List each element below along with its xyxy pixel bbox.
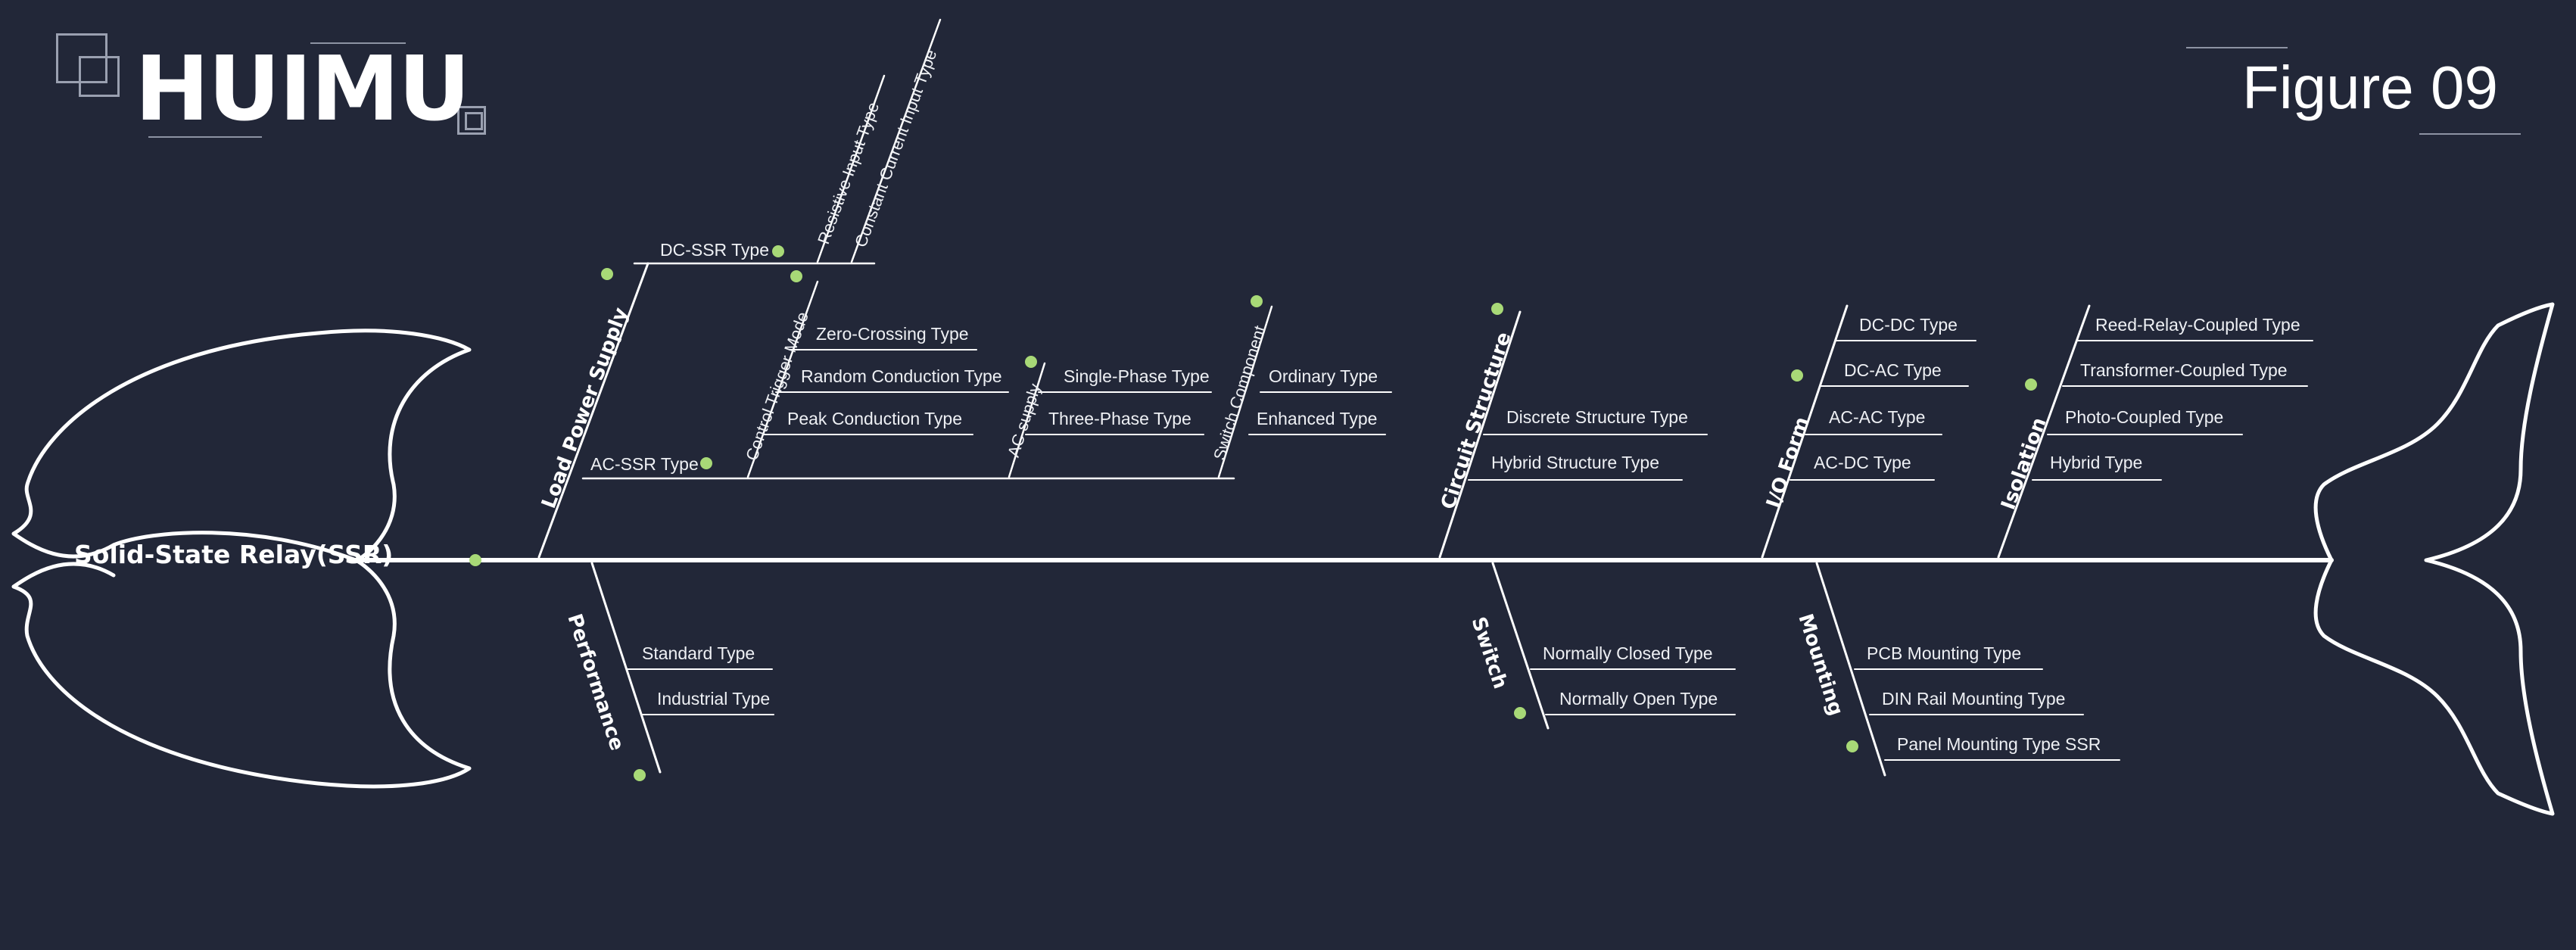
leaf-single-phase-type: Single-Phase Type <box>1064 366 1210 386</box>
leaf-pcb-mounting-type: PCB Mounting Type <box>1867 643 2022 663</box>
fish-tail-outline <box>2313 302 2555 816</box>
leaf-discrete-structure-type: Discrete Structure Type <box>1506 407 1688 427</box>
marker-dot <box>601 268 613 280</box>
sub-line-constant-current <box>850 18 942 263</box>
marker-dot <box>1025 356 1037 368</box>
leaf-three-phase-type: Three-Phase Type <box>1048 409 1191 428</box>
marker-dot <box>772 245 784 257</box>
leaf-ac-ac-type: AC-AC Type <box>1829 407 1926 427</box>
deco-square <box>465 112 483 130</box>
leaf-dc-ac-type: DC-AC Type <box>1844 360 1942 380</box>
marker-dot <box>1791 369 1803 382</box>
brand-logo: HUIMU <box>135 36 471 141</box>
head-label: Solid-State Relay(SSR) <box>74 540 394 569</box>
leaf-hybrid-type: Hybrid Type <box>2050 453 2143 472</box>
leaf-normally-closed-type: Normally Closed Type <box>1543 643 1713 663</box>
deco-rule <box>2186 47 2288 48</box>
leaf-reed-relay-coupled-type: Reed-Relay-Coupled Type <box>2095 315 2300 335</box>
marker-dot <box>1846 740 1858 752</box>
branch-line-load-power-supply <box>537 262 649 559</box>
branch-line-isolation <box>1997 304 2091 559</box>
deco-square <box>79 56 120 97</box>
branch-line-io-form <box>1761 304 1849 559</box>
leaf-dc-ssr-type: DC-SSR Type <box>660 240 770 260</box>
leaf-peak-conduction-type: Peak Conduction Type <box>787 409 963 428</box>
leaf-transformer-coupled-type: Transformer-Coupled Type <box>2080 360 2288 380</box>
leaf-normally-open-type: Normally Open Type <box>1559 689 1718 709</box>
sub-line-control-trigger <box>746 280 819 478</box>
leaf-standard-type: Standard Type <box>642 643 755 663</box>
leaf-ac-ssr-type: AC-SSR Type <box>590 454 699 474</box>
branch-line-performance <box>590 562 662 774</box>
leaf-hybrid-structure-type: Hybrid Structure Type <box>1491 453 1660 472</box>
leaf-dc-dc-type: DC-DC Type <box>1859 315 1958 335</box>
deco-rule <box>148 136 262 138</box>
marker-dot <box>469 554 481 566</box>
leaf-ac-dc-type: AC-DC Type <box>1814 453 1911 472</box>
deco-rule <box>2419 133 2521 135</box>
branch-line-mounting <box>1815 562 1886 777</box>
sub-line-ac-supply <box>1008 362 1046 478</box>
marker-dot <box>2025 378 2037 391</box>
leaf-panel-mounting-type-ssr: Panel Mounting Type SSR <box>1897 734 2101 754</box>
marker-dot <box>700 457 712 469</box>
marker-dot <box>790 270 802 282</box>
marker-dot <box>1251 295 1263 307</box>
leaf-random-conduction-type: Random Conduction Type <box>801 366 1002 386</box>
sub-line-resistive <box>816 74 886 263</box>
leaf-photo-coupled-type: Photo-Coupled Type <box>2065 407 2224 427</box>
leaf-ordinary-type: Ordinary Type <box>1269 366 1378 386</box>
leaf-din-rail-mounting-type: DIN Rail Mounting Type <box>1882 689 2066 709</box>
leaf-enhanced-type: Enhanced Type <box>1257 409 1378 428</box>
sub-line-switch-component <box>1217 305 1273 478</box>
marker-dot <box>634 769 646 781</box>
marker-dot <box>1514 707 1526 719</box>
deco-rule <box>310 42 406 44</box>
figure-title: Figure 09 <box>2242 54 2498 121</box>
marker-dot <box>1491 303 1503 315</box>
fish-head-outline <box>11 329 472 562</box>
branch-line-switch <box>1491 562 1550 730</box>
fish-head-lower <box>11 558 472 789</box>
deco-square <box>457 106 486 135</box>
branch-line-circuit-structure <box>1438 310 1522 559</box>
deco-square <box>56 33 107 83</box>
leaf-zero-crossing-type: Zero-Crossing Type <box>816 324 969 344</box>
leaf-industrial-type: Industrial Type <box>657 689 771 709</box>
